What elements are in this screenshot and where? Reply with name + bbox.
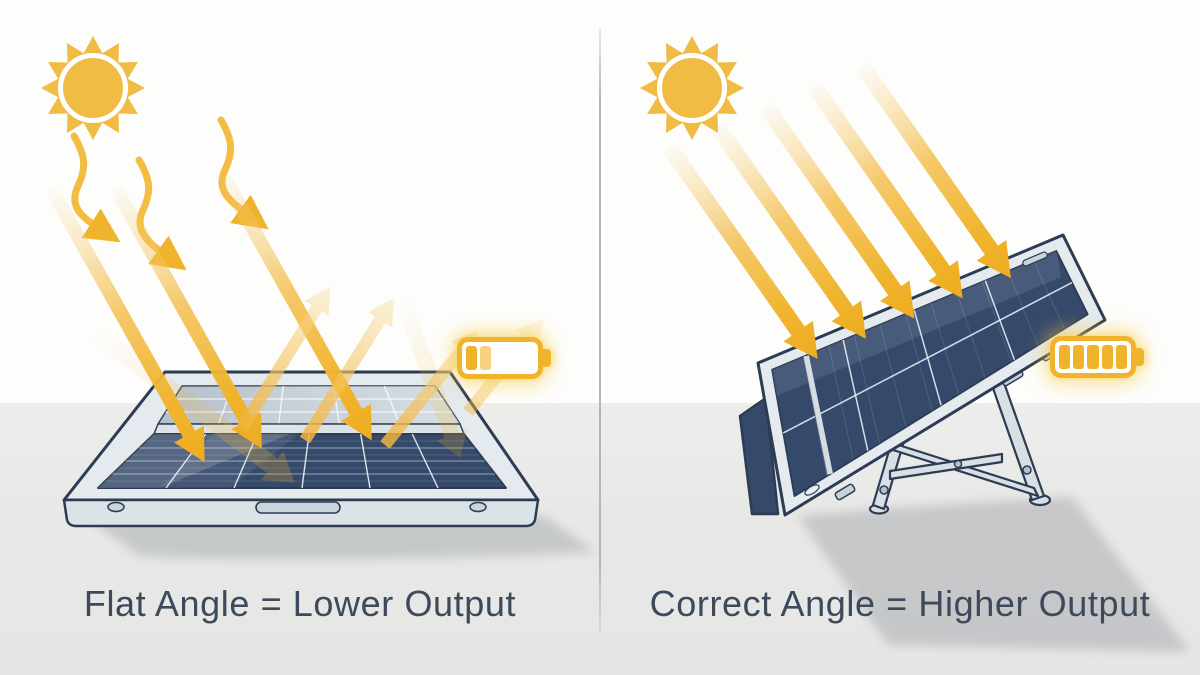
tilted-solar-panel xyxy=(756,233,1107,517)
ray-arrow xyxy=(213,166,372,441)
incoming-ray-arrows xyxy=(45,166,372,463)
ray-arrow xyxy=(661,141,818,359)
battery-full-icon xyxy=(1050,336,1136,378)
panel-fold-crease xyxy=(803,355,833,475)
reflected-arrow xyxy=(236,286,331,432)
ray-arrow xyxy=(758,101,915,319)
panel-cells xyxy=(771,249,1089,498)
left-caption: Flat Angle = Lower Output xyxy=(83,583,517,624)
battery-segment xyxy=(1087,345,1099,369)
flat-solar-panel xyxy=(62,370,540,528)
sun-icon xyxy=(640,36,744,140)
right-caption: Correct Angle = Higher Output xyxy=(649,583,1151,624)
wavy-ray-arrow xyxy=(70,132,121,243)
battery-segment xyxy=(509,346,520,370)
wavy-sun-rays xyxy=(70,116,269,271)
panel-screw-right xyxy=(469,501,487,513)
panel-shadow xyxy=(798,497,1190,652)
right-scene: Correct Angle = Higher Output xyxy=(600,0,1200,675)
battery-segment xyxy=(494,346,505,370)
stand-bolt xyxy=(1022,465,1032,475)
tilted-panel-illustration xyxy=(640,36,1190,652)
ray-arrow xyxy=(108,183,262,449)
battery-segment xyxy=(480,346,492,370)
battery-segment xyxy=(1073,345,1085,369)
frame-slot xyxy=(804,484,820,496)
battery-segment xyxy=(1115,345,1128,369)
ray-arrow xyxy=(710,121,866,339)
stand-brace xyxy=(888,452,1004,481)
stand-bolt xyxy=(879,485,889,495)
panel-divider xyxy=(599,28,601,632)
reflected-arrow xyxy=(299,297,395,444)
left-scene: Flat Angle = Lower Output xyxy=(0,0,600,675)
battery-segment xyxy=(523,346,534,370)
frame-slot xyxy=(1022,251,1048,267)
battery-low-icon xyxy=(457,337,543,379)
panel-handle-slot xyxy=(255,501,341,514)
panel-screw-left xyxy=(107,501,125,513)
stand-bolt xyxy=(953,459,963,469)
ray-arrow xyxy=(855,60,1011,279)
battery-segment xyxy=(466,346,478,370)
battery-segment xyxy=(1059,345,1071,369)
battery-segment xyxy=(1101,345,1113,369)
ray-arrow xyxy=(806,80,963,299)
incoming-ray-arrows xyxy=(661,60,1011,359)
sun-icon xyxy=(41,36,145,140)
flat-panel-illustration xyxy=(41,36,596,560)
faint-sun-beams xyxy=(89,295,467,483)
reflected-arrow xyxy=(380,329,479,449)
ray-arrow xyxy=(45,186,205,463)
